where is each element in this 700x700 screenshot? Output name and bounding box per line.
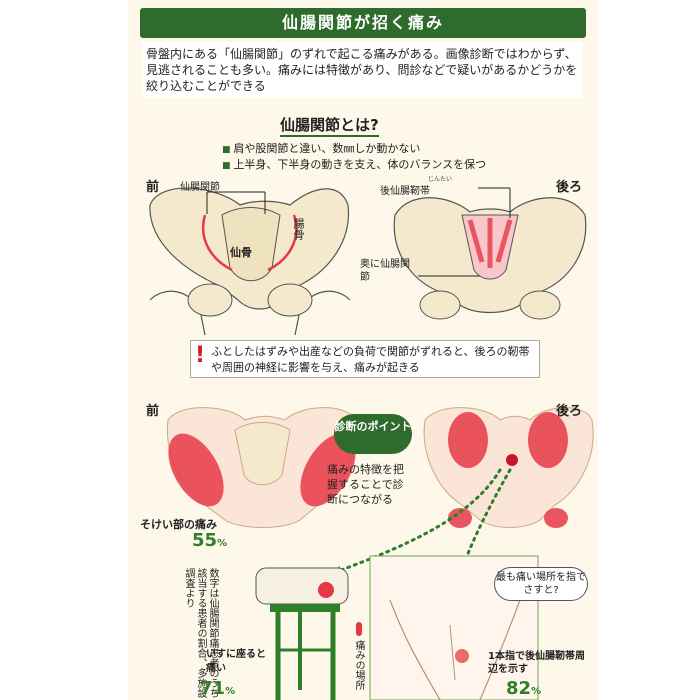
warning-text: ふとしたはずみや出産などの負荷で関節がずれると、後ろの靭帯や周囲の神経に影響を与… xyxy=(211,345,530,374)
warning-box: ! ふとしたはずみや出産などの負荷で関節がずれると、後ろの靭帯や周囲の神経に影響… xyxy=(190,340,540,378)
sacroiliac-joint-label: 仙腸関節 xyxy=(180,182,220,193)
posterior-ligament-label: 後仙腸靭帯 xyxy=(380,186,430,197)
front-pain-illustration xyxy=(166,407,358,528)
groin-pain-percent: 55% xyxy=(192,530,228,551)
page-title: 仙腸関節が招く痛み xyxy=(281,13,444,32)
bottom-front-label: 前 xyxy=(146,404,160,419)
speech-bubble: 最も痛い場所を指でさすと? xyxy=(494,567,588,601)
groin-pain-label: そけい部の痛み xyxy=(140,518,217,531)
source-note: 数字は仙腸関節痛患者のうち該当する患者の割合、多施設調査より xyxy=(183,568,218,698)
back-pelvis-illustration xyxy=(393,187,587,320)
top-back-label: 後ろ xyxy=(556,180,583,195)
diagnosis-point-badge: 診断のポイント xyxy=(334,414,412,454)
chair-pain-percent: 71% xyxy=(200,678,236,699)
header-bar: 仙腸関節が招く痛み xyxy=(140,8,586,38)
bottom-back-label: 後ろ xyxy=(556,404,583,419)
chair-pain-label: いすに座ると痛い xyxy=(206,649,266,674)
bullet-item-2: 上半身、下半身の動きを支え、体のバランスを保つ xyxy=(222,156,486,172)
posterior-ligament-ruby: じんたい xyxy=(428,176,453,183)
back-pain-illustration xyxy=(423,407,594,528)
sacrum-label: 仙骨 xyxy=(230,246,252,259)
exclamation-icon: ! xyxy=(195,343,206,368)
deep-joint-label: 奥に仙腸関節 xyxy=(360,259,410,283)
diagnosis-point-note: 痛みの特徴を把握することで診断につながる xyxy=(327,463,404,506)
chair-illustration xyxy=(255,567,349,700)
top-front-label: 前 xyxy=(146,180,160,195)
pain-area-label: 痛みの場所 xyxy=(353,640,364,690)
section-title: 仙腸関節とは? xyxy=(280,114,379,137)
finger-point-label: 1本指で後仙腸靭帯周辺を示す xyxy=(488,651,585,675)
ilium-label: 腸骨 xyxy=(292,218,305,240)
front-pelvis-illustration xyxy=(149,187,351,336)
finger-point-percent: 82% xyxy=(506,678,542,699)
intro-text: 骨盤内にある「仙腸関節」のずれで起こる痛みがある。画像診断ではわからず、見逃され… xyxy=(142,42,582,98)
bullet-item-1: 肩や股関節と違い、数㎜しか動かない xyxy=(222,140,420,156)
